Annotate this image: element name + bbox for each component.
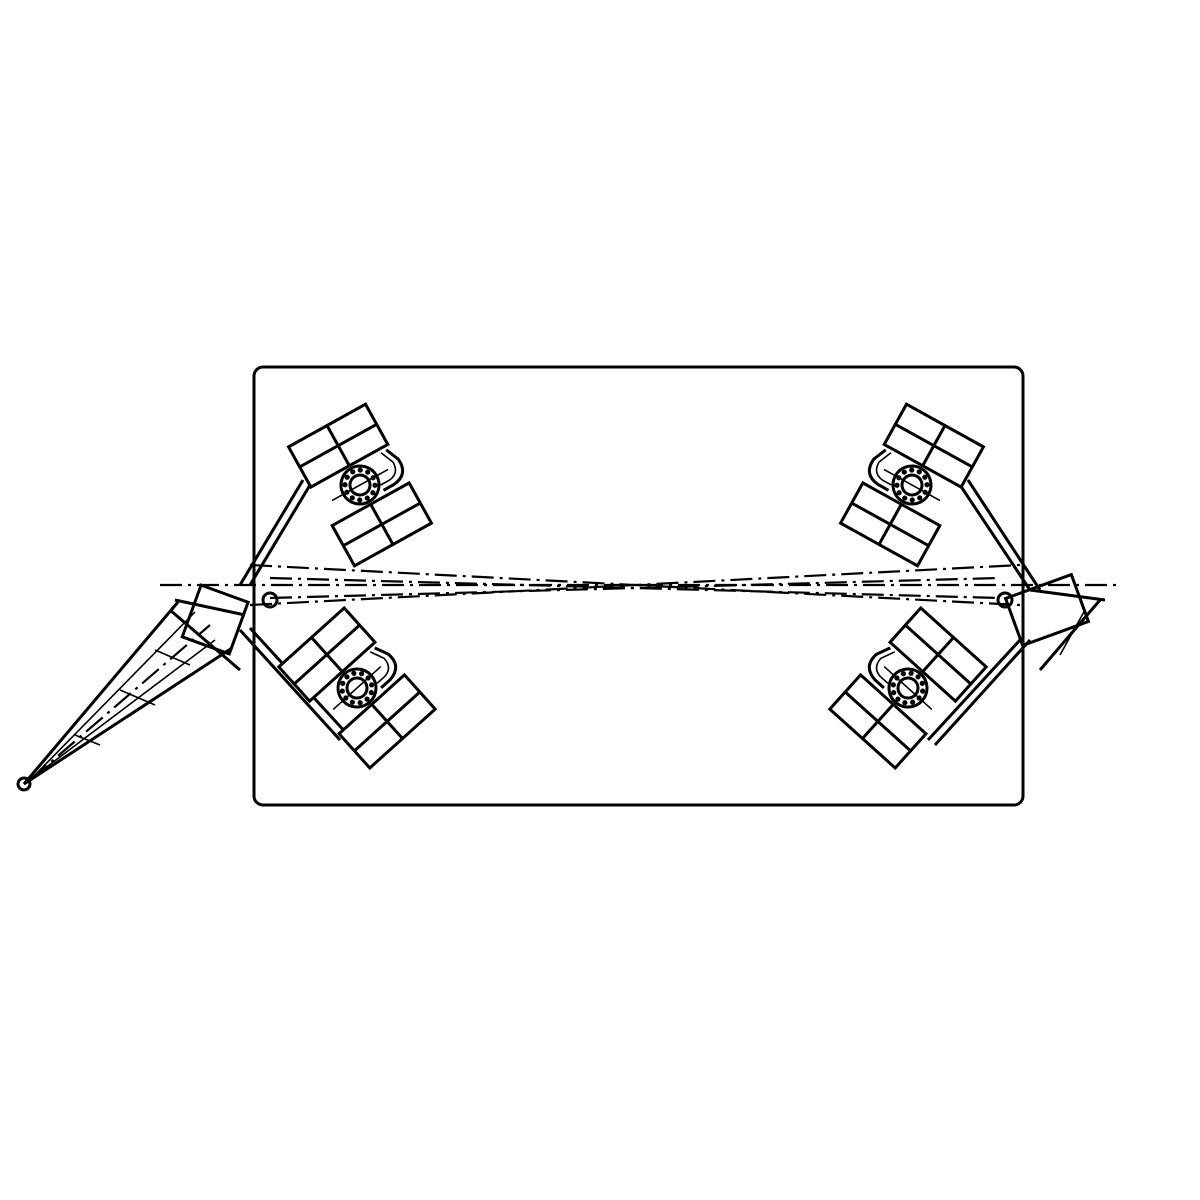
- tire: [336, 672, 438, 771]
- wheel-bolt: [920, 688, 926, 694]
- wheel-assembly-front-left: [286, 402, 434, 568]
- wheel-bolt: [891, 690, 897, 696]
- wheel-bolt: [909, 497, 915, 503]
- steering-arm: [382, 448, 405, 492]
- wheel-bolt: [902, 700, 908, 706]
- drawbar-eye: [16, 776, 32, 792]
- wheel-bolt: [349, 495, 355, 501]
- wheel-bolt: [916, 469, 922, 475]
- hub: [332, 665, 382, 711]
- tire: [838, 480, 942, 568]
- wheel-bolt: [357, 497, 363, 503]
- wheel-bolt: [909, 467, 915, 473]
- wheel-bolt: [357, 467, 363, 473]
- wheel-bolt: [339, 688, 345, 694]
- steering-arm: [867, 646, 891, 689]
- wheel-bolt: [894, 482, 900, 488]
- wheel-bolt: [901, 469, 907, 475]
- wheel-bolt: [915, 674, 921, 680]
- wheel-bolt: [364, 495, 370, 501]
- wheel-bolt: [357, 700, 363, 706]
- wheel-bolt: [372, 482, 378, 488]
- wheel-bolt: [902, 495, 908, 501]
- wheel-bolt: [910, 699, 916, 705]
- wheel-bolt: [368, 690, 374, 696]
- steering-line-b: [249, 563, 1021, 607]
- tire: [827, 672, 929, 771]
- right-turntable: [1003, 572, 1106, 671]
- wheel-bolt: [890, 682, 896, 688]
- wheel-bolt: [908, 670, 914, 676]
- wheel-bolt: [344, 474, 350, 480]
- hub: [883, 665, 933, 711]
- wheel-bolt: [350, 469, 356, 475]
- tire: [276, 605, 378, 704]
- drawbar: [16, 583, 250, 792]
- wheel-assembly-rear-right: [827, 605, 989, 771]
- tire: [887, 605, 989, 704]
- wheel-bolt: [922, 474, 928, 480]
- wheel-bolt: [349, 699, 355, 705]
- wheel-bolt: [924, 482, 930, 488]
- hub: [331, 464, 389, 506]
- wheel-bolt: [919, 680, 925, 686]
- wheel-assembly-rear-left: [276, 605, 438, 771]
- hub: [883, 464, 941, 506]
- steering-line-c: [269, 576, 1001, 600]
- wheel-bolt: [369, 682, 375, 688]
- wheel-bolt: [342, 482, 348, 488]
- steering-line-d: [269, 576, 1001, 600]
- tie-rods: [238, 479, 1042, 747]
- wheel-bolt: [896, 490, 902, 496]
- wheel-bolt: [895, 696, 901, 702]
- wheel-bolt: [344, 674, 350, 680]
- tire: [330, 480, 434, 568]
- wheel-bolt: [370, 490, 376, 496]
- wheel-assembly-front-right: [838, 402, 986, 568]
- wheel-bolt: [917, 495, 923, 501]
- steering-arm: [867, 448, 890, 492]
- wheel-bolt: [364, 696, 370, 702]
- wheel-bolt: [900, 671, 906, 677]
- tire: [286, 402, 390, 490]
- wheel-bolt: [340, 680, 346, 686]
- wheel-bolt: [365, 469, 371, 475]
- wheel-bolt: [359, 671, 365, 677]
- tire: [882, 402, 986, 490]
- steering-arm: [374, 646, 398, 689]
- wheel-bolt: [351, 670, 357, 676]
